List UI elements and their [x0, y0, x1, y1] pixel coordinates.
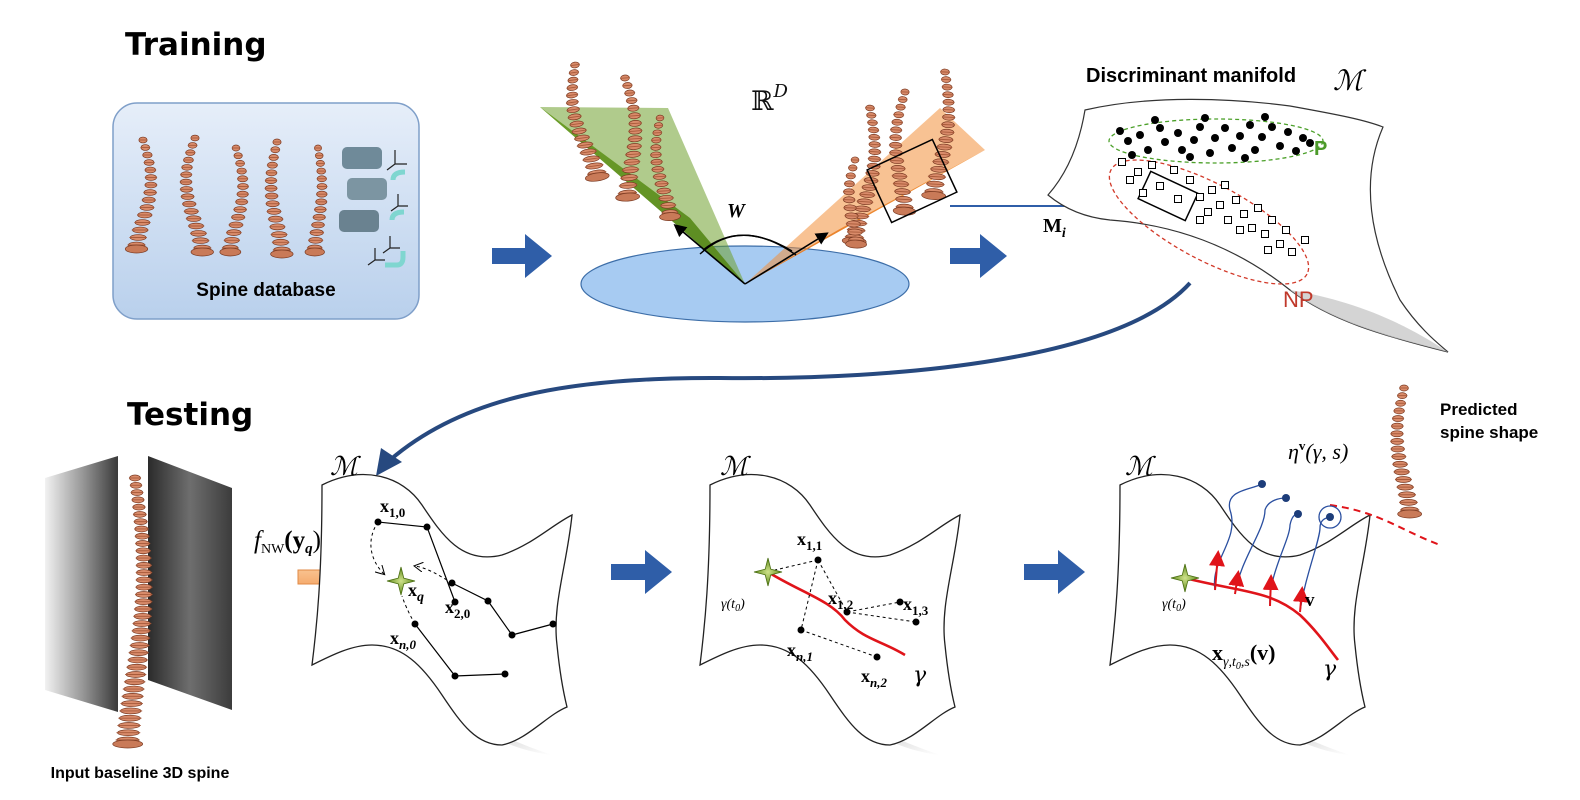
embedding-space [540, 61, 985, 323]
point-label: xn,1 [787, 640, 813, 664]
spine-database-label: Spine database [196, 280, 335, 301]
input-spine-label: Input baseline 3D spine [51, 765, 230, 782]
manifold-symbol-panel-2: ℳ [720, 452, 751, 482]
spine-icon [112, 474, 153, 749]
geodesic-start-star-icon [753, 557, 783, 587]
eta-label: ηv(γ, s) [1288, 438, 1348, 464]
progressive-label: P [1314, 138, 1327, 160]
vertebra-transform-icon [339, 147, 408, 268]
flow-arrow-2 [950, 234, 1007, 278]
flow-arrow-3 [611, 550, 672, 594]
weight-label: W [727, 200, 746, 222]
spine-icon [615, 74, 643, 202]
point-label: x1,2 [828, 588, 853, 612]
panel-3-paths [1184, 480, 1441, 661]
spine-icon [650, 114, 681, 221]
geodesic-start-label: γ(t0) [1162, 597, 1186, 614]
curved-flow-arrow [376, 281, 1192, 476]
panel-1-paths [370, 518, 557, 680]
spine-icon [304, 144, 328, 257]
spine-icon [264, 138, 294, 259]
spine-icon [842, 156, 867, 249]
input-xray [45, 456, 232, 749]
spine-icon [124, 134, 328, 259]
manifold-sheet [1109, 473, 1371, 755]
flow-arrow-4 [1024, 550, 1085, 594]
panel-2-paths [767, 556, 920, 661]
point-label: x2,0 [445, 597, 470, 621]
manifold-symbol-training: ℳ [1333, 64, 1367, 97]
point-label: xn,2 [861, 666, 887, 690]
query-point-label: xq [408, 580, 424, 605]
spine-database-panel: Spine database [112, 102, 420, 320]
manifold-symbol-panel-3: ℳ [1125, 452, 1156, 482]
mapping-label: Mi [1043, 215, 1066, 241]
manifold-sheet [699, 473, 961, 755]
flow-arrow-1 [492, 234, 552, 278]
query-star-icon [386, 566, 416, 596]
regression-label: fNW(yq) [254, 527, 321, 557]
manifold-sheet [311, 473, 573, 755]
nonprogressive-label: NP [1283, 287, 1314, 312]
geodesic-label: γ [1323, 657, 1337, 682]
geodesic-start-star-icon [1170, 563, 1200, 593]
space-label: ℝD [751, 81, 788, 117]
point-label: x1,3 [903, 594, 929, 618]
training-heading: Training [125, 27, 267, 63]
spine-icon [565, 61, 610, 182]
point-label: x1,0 [380, 496, 405, 520]
testing-heading: Testing [127, 397, 253, 433]
spine-icon [219, 144, 249, 257]
manifold-symbol-panel-1: ℳ [330, 452, 361, 482]
predicted-spine-icon [1390, 384, 1423, 519]
geodesic-label: γ [913, 663, 927, 688]
point-label: xn,0 [390, 628, 416, 652]
manifold-title: Discriminant manifold [1086, 65, 1296, 87]
spine-icon [921, 68, 956, 200]
point-label: x1,1 [797, 529, 822, 553]
transported-point-label: xγ,t0,s(v) [1212, 640, 1276, 672]
tangent-label: v [1305, 590, 1315, 611]
discriminant-manifold [1047, 98, 1449, 353]
spine-icon [124, 136, 158, 254]
spine-icon [179, 134, 214, 257]
geodesic-start-label: γ(t0) [721, 597, 745, 614]
spine-icon [1390, 384, 1423, 519]
